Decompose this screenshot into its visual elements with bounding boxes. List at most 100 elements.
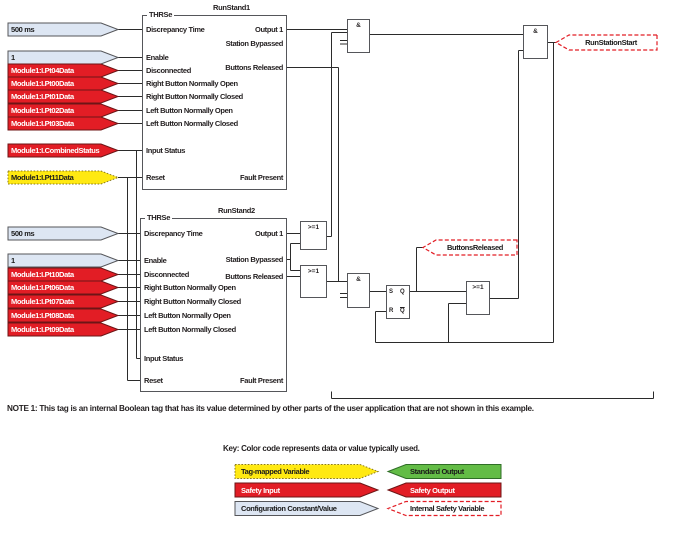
block2-input-label: Disconnected [144, 270, 189, 279]
block1-input-label: Discrepancy Time [146, 25, 205, 34]
or-gate-3-label: >=1 [472, 284, 484, 291]
wire-lines [118, 29, 654, 399]
block2-input-label: Enable [144, 256, 167, 265]
legend-tag-3-label: Safety Output [410, 485, 455, 495]
legend-tag-0-shape [234, 464, 380, 479]
note-text: NOTE 1: This tag is an internal Boolean … [7, 404, 534, 413]
and-gate-3 [347, 273, 370, 308]
internal-tag-buttonsreleased-label: ButtonsReleased [446, 242, 503, 252]
sr-latch-q-label: Q [400, 289, 405, 295]
block1-title: RunStand1 [213, 3, 250, 12]
legend-tag-5-label: Internal Safety Variable [410, 504, 485, 513]
block1-type-label: THRSe [147, 9, 175, 20]
block2-input-label: Input Status [144, 354, 184, 363]
block2-input-label: Right Button Normally Open [144, 283, 236, 292]
block2-output-label: Buttons Released [225, 272, 283, 281]
block2-output-label: Fault Present [240, 376, 283, 385]
block1-input-label: Disconnected [146, 66, 191, 75]
block2-input-label: Left Button Normally Open [144, 311, 231, 320]
or-gate-2-label: >=1 [307, 268, 320, 275]
input-tag-b1-7-label: Module1:I.CombinedStatus [11, 145, 100, 155]
input-tag-b1-4-label: Module1:I.Pt01Data [11, 91, 74, 101]
block2-type-label: THRSe [145, 212, 173, 223]
internal-tag-runstationstart-shape [554, 34, 658, 51]
legend-tag-1-label: Standard Output [410, 467, 464, 476]
input-tag-b2-1-label: 1 [11, 255, 15, 265]
input-tag-b1-5-shape [7, 103, 120, 118]
input-tag-b2-0-shape [7, 226, 120, 241]
input-tag-b2-4-label: Module1:I.Pt07Data [11, 296, 74, 306]
block1-input-label: Right Button Normally Closed [146, 92, 243, 101]
block1-output-label: Station Bypassed [225, 38, 284, 48]
block1-input-label: Left Button Normally Closed [146, 119, 238, 128]
input-tag-b1-0-label: 500 ms [11, 24, 35, 34]
input-tag-b1-7-shape [7, 143, 120, 158]
input-tag-b1-8-shape [7, 170, 120, 185]
legend-tag-2-label: Safety Input [241, 485, 280, 495]
block2-input-label: Reset [144, 376, 163, 385]
input-tag-b1-8-label: Module1:I.Pt11Data [11, 172, 74, 182]
input-tag-b2-2-shape [7, 267, 120, 282]
function-block-runstand2 [140, 218, 287, 392]
input-tag-b1-6-label: Module1:I.Pt03Data [11, 118, 74, 128]
legend-tag-4-label: Configuration Constant/Value [241, 504, 337, 513]
or-gate-1 [300, 221, 327, 250]
legend-tag-3-shape [386, 482, 502, 498]
internal-tag-buttonsreleased-shape [421, 239, 518, 256]
block2-output-label: Station Bypassed [225, 255, 284, 264]
input-tag-b1-3-shape [7, 76, 120, 91]
key-title: Key: Color code represents data or value… [223, 444, 420, 453]
input-tag-b2-5-label: Module1:I.Pt08Data [11, 310, 74, 320]
input-tag-b2-1-shape [7, 253, 120, 268]
and-gate-3-label: & [356, 276, 361, 283]
input-tag-b1-1-label: 1 [11, 52, 15, 62]
block1-input-label: Reset [146, 173, 165, 182]
block1-input-label: Input Status [146, 146, 186, 155]
internal-tag-runstationstart-label: RunStationStart [585, 37, 637, 47]
input-tag-b1-5-label: Module1:I.Pt02Data [11, 105, 74, 115]
legend-tag-5-shape [386, 500, 502, 517]
input-tag-b2-3-label: Module1:I.Pt06Data [11, 282, 74, 292]
sr-latch-qnot-label: Q [400, 308, 405, 314]
input-tag-b1-6-shape [7, 116, 120, 131]
block1-input-label: Left Button Normally Open [146, 106, 233, 115]
legend-tag-1-shape [386, 464, 502, 479]
and-gate-1-label: & [356, 22, 361, 29]
input-tag-b2-5-shape [7, 308, 120, 323]
and-gate-2 [523, 25, 548, 59]
block1-input-label: Right Button Normally Open [146, 79, 238, 88]
block1-input-label: Enable [146, 53, 169, 62]
block1-output-label: Output 1 [254, 25, 283, 34]
input-tag-b1-2-label: Module1:I.Pt04Data [11, 65, 74, 75]
input-tag-b1-4-shape [7, 89, 120, 104]
block2-input-label: Left Button Normally Closed [144, 325, 236, 334]
function-block-runstand1 [142, 15, 287, 190]
input-tag-b2-6-label: Module1:I.Pt09Data [11, 324, 74, 334]
and-gate-1 [347, 19, 370, 53]
block2-input-label: Right Button Normally Closed [144, 297, 241, 306]
sr-latch [386, 285, 410, 319]
sr-latch-s-label: S [389, 289, 394, 295]
block2-input-label: Discrepancy Time [144, 229, 203, 238]
and-gate-2-label: & [533, 28, 538, 35]
or-gate-2 [300, 265, 327, 298]
sr-latch-r-label: R [389, 308, 394, 314]
input-tag-b2-0-label: 500 ms [11, 228, 35, 238]
input-tag-b2-2-label: Module1:I.Pt10Data [11, 269, 74, 279]
block1-output-label: Fault Present [240, 173, 283, 182]
or-gate-3 [466, 281, 490, 315]
input-tag-b2-3-shape [7, 280, 120, 295]
block1-output-label: Buttons Released [225, 63, 283, 72]
legend-tag-0-label: Tag-mapped Variable [241, 467, 310, 476]
input-tag-b1-3-label: Module1:I.Pt00Data [11, 78, 74, 88]
block2-output-label: Output 1 [254, 229, 283, 238]
input-tag-b2-4-shape [7, 294, 120, 309]
input-tag-b1-0-shape [7, 22, 120, 37]
input-tag-b1-1-shape [7, 50, 120, 65]
input-tag-b1-2-shape [7, 63, 120, 78]
block2-title: RunStand2 [218, 206, 255, 215]
legend-tag-4-shape [234, 501, 380, 516]
legend-tag-2-shape [234, 482, 380, 498]
